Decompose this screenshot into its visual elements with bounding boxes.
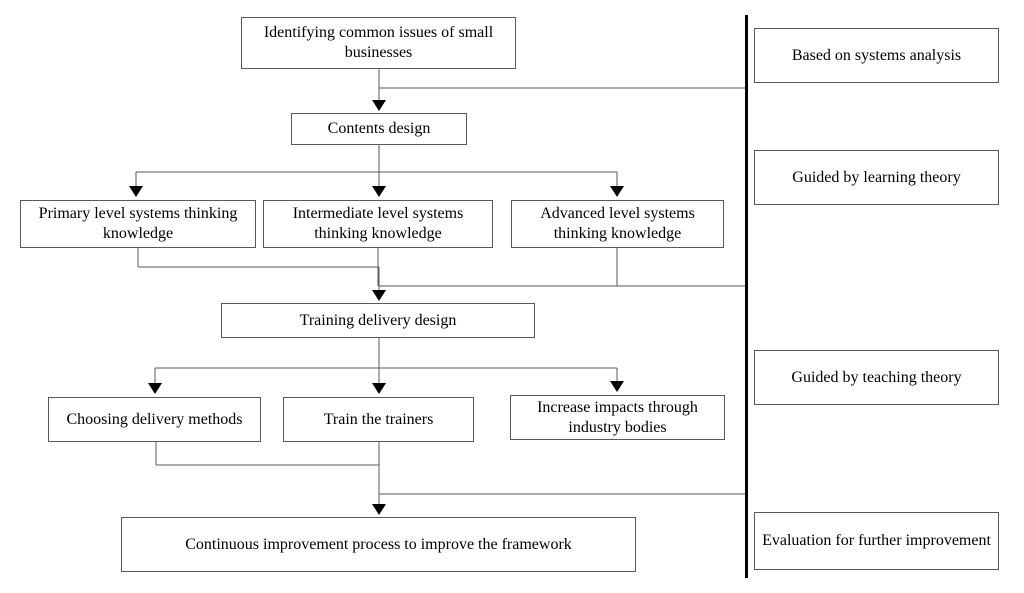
- annotation-node-based-on-systems-analysis: Based on systems analysis: [754, 28, 999, 83]
- flow-node-label: Intermediate level systems thinking know…: [292, 205, 464, 242]
- flow-node-label: Increase impacts through industry bodies: [537, 398, 698, 436]
- flow-node-label: Train the trainers: [323, 410, 434, 428]
- annotation-node-guided-by-teaching-theory: Guided by teaching theory: [754, 350, 999, 405]
- flow-node-increase-impacts: Increase impacts through industry bodies: [510, 395, 725, 440]
- flow-node-label: Training delivery design: [299, 311, 457, 329]
- arrowhead-icon: [372, 100, 386, 111]
- flow-node-primary-level: Primary level systems thinking knowledge: [20, 200, 256, 248]
- arrowhead-icon: [129, 186, 143, 197]
- flow-node-train-the-trainers: Train the trainers: [283, 397, 474, 442]
- arrowhead-icon: [610, 186, 624, 197]
- annotation-node-label: Guided by learning theory: [792, 168, 961, 186]
- arrowhead-icon: [372, 186, 386, 197]
- annotation-node-label: Based on systems analysis: [791, 46, 962, 64]
- flow-node-identify-issues: Identifying common issues of small busin…: [241, 17, 516, 69]
- flow-node-choosing-delivery-methods: Choosing delivery methods: [48, 397, 261, 442]
- flow-node-intermediate-level: Intermediate level systems thinking know…: [263, 200, 493, 248]
- flow-node-label: Contents design: [327, 120, 431, 138]
- flow-node-label: Choosing delivery methods: [66, 410, 243, 428]
- annotation-node-label: Evaluation for further improvement: [762, 532, 991, 550]
- flow-node-continuous-improvement: Continuous improvement process to improv…: [121, 517, 636, 572]
- arrowhead-icon: [372, 290, 386, 301]
- arrow-heads: [129, 100, 624, 515]
- vertical-divider: [745, 15, 748, 578]
- annotation-node-guided-by-learning-theory: Guided by learning theory: [754, 150, 999, 205]
- arrowhead-icon: [148, 383, 162, 394]
- arrowhead-icon: [372, 504, 386, 515]
- arrowhead-icon: [372, 383, 386, 394]
- flow-node-label: Continuous improvement process to improv…: [185, 535, 572, 553]
- flow-node-contents-design: Contents design: [291, 113, 467, 145]
- flow-node-label: Primary level systems thinking knowledge: [38, 205, 238, 242]
- flow-node-label: Advanced level systems thinking knowledg…: [540, 205, 695, 242]
- flow-node-advanced-level: Advanced level systems thinking knowledg…: [511, 200, 724, 248]
- arrowhead-icon: [610, 381, 624, 392]
- annotation-node-evaluation-for-further-improvement: Evaluation for further improvement: [754, 512, 999, 570]
- flow-node-training-delivery-design: Training delivery design: [221, 303, 535, 338]
- annotation-node-label: Guided by teaching theory: [791, 368, 962, 386]
- flow-node-label: Identifying common issues of small busin…: [263, 24, 494, 61]
